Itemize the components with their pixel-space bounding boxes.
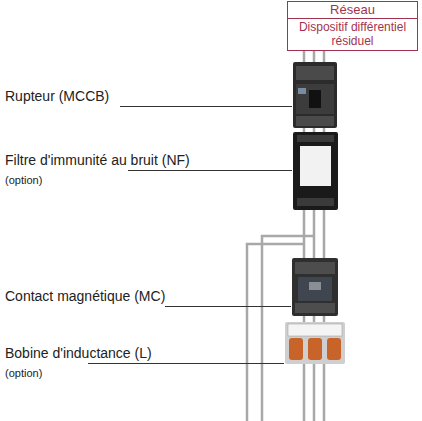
- filter-label-plate: [300, 146, 331, 186]
- breaker-face: [296, 84, 334, 114]
- breaker-body: [293, 62, 337, 128]
- inductor-terminal-block: [288, 324, 342, 336]
- inductor-coil: [327, 338, 341, 360]
- breaker-symbol: [293, 62, 337, 128]
- contactor-terminals: [295, 303, 335, 313]
- contactor-face: [298, 277, 332, 301]
- leader-line: [88, 363, 284, 364]
- option-note: (option): [5, 174, 42, 187]
- part-label: Filtre d'immunité au bruit (NF): [5, 152, 190, 168]
- box-heading: Réseau: [288, 2, 417, 19]
- leader-line: [120, 106, 292, 107]
- inductor-coil: [289, 338, 303, 360]
- filter-terminals: [297, 135, 334, 142]
- contactor-window: [309, 282, 321, 290]
- leader-lines: [88, 107, 292, 364]
- part-label: Contact magnétique (MC): [5, 288, 165, 304]
- inductor-coil: [308, 338, 322, 360]
- network-box: RéseauDispositif différentiel résiduel: [287, 1, 418, 51]
- breaker-terminals: [296, 66, 334, 80]
- leader-line: [165, 306, 291, 307]
- breaker-plate: [298, 88, 306, 94]
- contactor-body: [292, 258, 338, 316]
- inductor-symbol: [285, 322, 345, 364]
- part-label: Rupteur (MCCB): [5, 88, 109, 104]
- contactor-terminals: [295, 262, 335, 274]
- box-body: Dispositif différentiel résiduel: [288, 19, 417, 50]
- filter-terminals: [297, 198, 334, 206]
- leader-line: [128, 170, 292, 171]
- option-note: (option): [5, 367, 42, 380]
- noise-filter-symbol: [293, 132, 338, 210]
- inductor-base: [285, 322, 345, 364]
- contactor-symbol: [292, 258, 338, 316]
- filter-body: [293, 132, 338, 210]
- breaker-terminals: [296, 116, 334, 126]
- part-label: Bobine d'inductance (L): [5, 345, 152, 361]
- breaker-toggle: [309, 90, 321, 108]
